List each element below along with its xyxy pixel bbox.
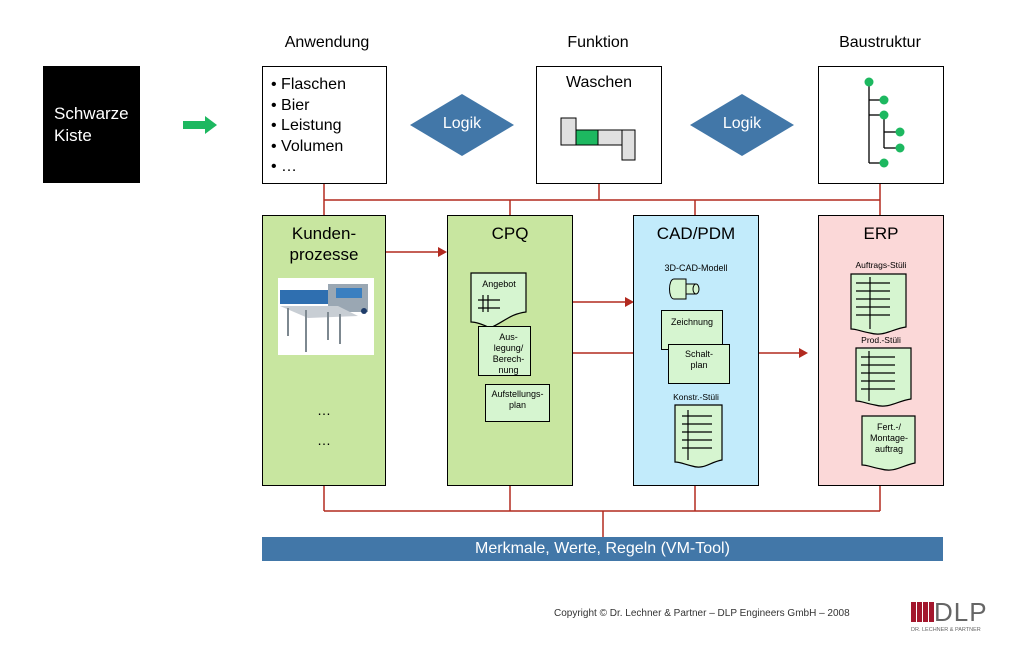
- prod-stueli-document-icon: [855, 347, 912, 407]
- kunden-ellipsis-2: …: [317, 432, 331, 448]
- cad-title: CAD/PDM: [656, 224, 736, 243]
- funktion-label: Waschen: [565, 74, 633, 91]
- logic-diamond-2: Logik: [690, 94, 794, 156]
- list-item: …: [271, 157, 386, 178]
- auftrags-stueli-document-icon: [850, 273, 907, 335]
- schaltplan-line: plan: [690, 360, 708, 370]
- fert-line: auftrag: [874, 444, 904, 454]
- tree-structure-icon: [864, 77, 905, 168]
- list-item: Volumen: [271, 137, 386, 158]
- black-box: Schwarze Kiste: [43, 66, 140, 183]
- auslegung-document: Aus- legung/ Berech- nung: [478, 326, 531, 376]
- diamond-shape-icon: [410, 94, 514, 156]
- auslegung-line: Berech-: [492, 354, 525, 364]
- logic-diamond-1: Logik: [410, 94, 514, 156]
- system-kundenprozesse: Kunden- prozesse … …: [262, 215, 386, 486]
- copyright-text: Copyright © Dr. Lechner & Partner – DLP …: [554, 608, 850, 619]
- konstr-stueli-label: Konstr.-Stüli: [673, 392, 719, 402]
- conveyor-machine-image: [278, 278, 374, 355]
- angebot-label: Angebot: [482, 279, 516, 289]
- schaltplan-document: Schalt- plan: [668, 344, 730, 384]
- column-title-funktion: Funktion: [567, 34, 629, 51]
- auslegung-line: nung: [498, 365, 519, 375]
- baustruktur-box: [818, 66, 944, 184]
- zeichnung-label: Zeichnung: [670, 317, 714, 327]
- arrow-right-icon: [183, 116, 217, 134]
- anwendung-box: Flaschen Bier Leistung Volumen …: [262, 66, 387, 184]
- logic-label: Logik: [722, 115, 762, 132]
- column-title-baustruktur: Baustruktur: [839, 34, 921, 51]
- erp-title: ERP: [863, 224, 899, 243]
- black-box-label-line2: Kiste: [54, 126, 92, 145]
- vm-tool-bar: Merkmale, Werte, Regeln (VM-Tool): [262, 537, 943, 561]
- prod-stueli-label: Prod.-Stüli: [861, 335, 901, 345]
- 3d-cad-model-icon: [669, 278, 700, 300]
- diamond-shape-icon: [690, 94, 794, 156]
- black-box-label-line1: Schwarze: [54, 104, 129, 123]
- cad-model-label: 3D-CAD-Modell: [664, 263, 728, 273]
- aufstellungsplan-line: plan: [508, 400, 526, 410]
- column-title-anwendung: Anwendung: [284, 34, 370, 51]
- auftrags-stueli-label: Auftrags-Stüli: [855, 260, 907, 270]
- system-cad-pdm: CAD/PDM 3D-CAD-Modell Zeichnung Schalt- …: [633, 215, 759, 486]
- logo-text: DLP: [934, 597, 988, 627]
- konstr-stueli-document-icon: [674, 404, 723, 468]
- logo-bars-icon: [911, 602, 934, 622]
- system-cpq: CPQ Angebot Aus- legung/ Berech- nung Au…: [447, 215, 573, 486]
- fert-line: Fert.-/: [877, 422, 901, 432]
- auslegung-line: Aus-: [499, 332, 518, 342]
- system-erp: ERP Auftrags-Stüli Prod.-Stüli Fert.-/ M…: [818, 215, 944, 486]
- logo-subtitle: DR. LECHNER & PARTNER: [911, 627, 981, 633]
- list-item: Bier: [271, 96, 386, 117]
- fert-line: Montage-: [869, 433, 909, 443]
- auslegung-line: legung/: [493, 343, 524, 353]
- cpq-title: CPQ: [491, 224, 529, 243]
- fert-montage-label: Fert.-/ Montage- auftrag: [863, 422, 915, 455]
- kunden-title-line1: Kunden-: [291, 224, 357, 243]
- list-item: Flaschen: [271, 75, 386, 96]
- kunden-ellipsis-1: …: [317, 402, 331, 418]
- kunden-title-line2: prozesse: [289, 245, 359, 264]
- schaltplan-line: Schalt-: [684, 349, 713, 359]
- angebot-document-icon: [470, 272, 527, 329]
- dlp-logo: DLP DR. LECHNER & PARTNER: [911, 597, 1011, 640]
- logic-label: Logik: [442, 115, 482, 132]
- aufstellungsplan-line: Aufstellungs-: [491, 389, 544, 399]
- washing-machine-icon: [560, 117, 636, 161]
- list-item: Leistung: [271, 116, 386, 137]
- anwendung-list: Flaschen Bier Leistung Volumen …: [263, 67, 386, 178]
- aufstellungsplan-document: Aufstellungs- plan: [485, 384, 550, 422]
- funktion-box: Waschen: [536, 66, 662, 184]
- fert-montage-document-icon: [861, 415, 916, 471]
